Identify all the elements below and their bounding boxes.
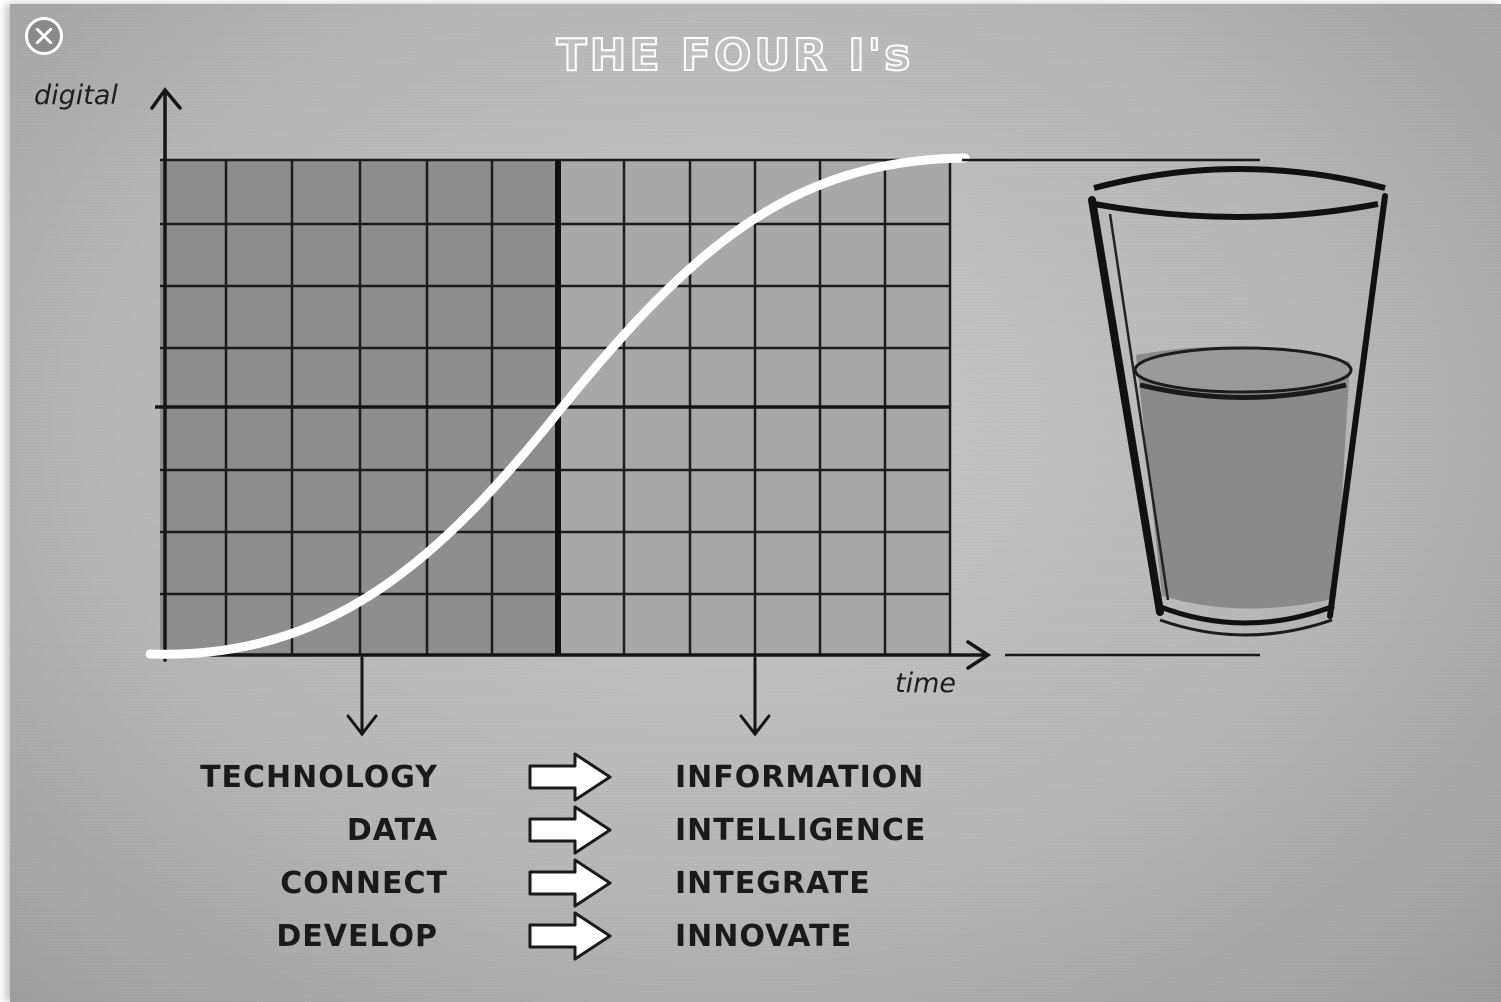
source-label-develop: DEVELOP (276, 919, 438, 954)
source-label-data: DATA (346, 813, 438, 848)
arrow-icons (528, 752, 612, 961)
result-label-innovate: INNOVATE (675, 919, 853, 954)
arrow-icon (528, 911, 612, 961)
arrow-icon (528, 858, 612, 908)
source-label-connect: CONNECT (280, 866, 448, 901)
close-button[interactable] (25, 17, 63, 55)
title-shadow: THE FOUR I's (556, 30, 914, 81)
source-label-technology: TECHNOLOGY (200, 760, 438, 795)
result-label-integrate: INTEGRATE (675, 866, 871, 901)
page-title: THE FOUR I's (556, 29, 914, 82)
down-arrows (346, 656, 771, 737)
result-label-intelligence: INTELLIGENCE (675, 813, 927, 848)
s-curve (145, 153, 970, 659)
close-icon (35, 27, 53, 45)
arrow-icon (528, 805, 612, 855)
axes (148, 87, 992, 670)
x-axis-label: time (895, 668, 957, 699)
glass-icon (1088, 166, 1388, 637)
arrow-icon (528, 752, 612, 802)
y-axis-label: digital (34, 80, 118, 111)
result-label-information: INFORMATION (675, 760, 925, 795)
